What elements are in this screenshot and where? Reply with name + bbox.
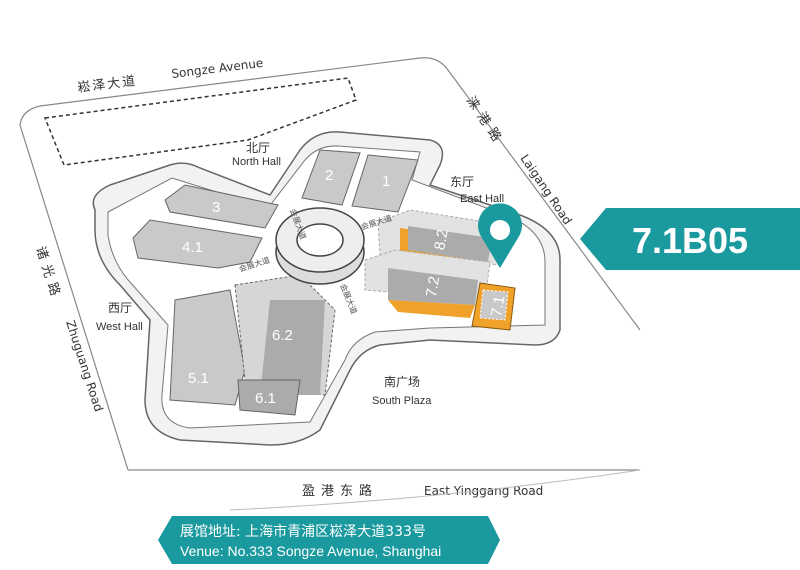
svg-text:6.1: 6.1 (255, 390, 276, 407)
booth-number-badge: 7.1B05 (580, 208, 800, 270)
svg-text:8.2: 8.2 (431, 228, 451, 251)
east-hall-cn: 东厅 (450, 175, 474, 189)
location-pin-icon[interactable] (478, 203, 522, 268)
hall-8-2[interactable]: 8.2 (377, 209, 506, 268)
parking-area (43, 77, 357, 166)
svg-text:Venue: No.333 Songze Avenue, S: Venue: No.333 Songze Avenue, Shanghai (180, 543, 441, 559)
svg-text:3: 3 (212, 199, 220, 216)
songze-avenue-en: Songze Avenue (171, 56, 264, 81)
west-hall-en: West Hall (96, 321, 143, 333)
east-hall-en: East Hall (460, 193, 504, 205)
hall-3[interactable]: 3 (164, 184, 279, 229)
roundabout (275, 207, 365, 285)
west-hall-cn: 西厅 (108, 301, 132, 315)
svg-text:1: 1 (382, 173, 390, 190)
south-plaza-cn: 南广场 (384, 374, 420, 389)
svg-text:7.2: 7.2 (423, 275, 443, 298)
site-boundary (19, 57, 641, 471)
hall-1[interactable]: 1 (351, 154, 419, 213)
south-plaza-en: South Plaza (372, 395, 432, 407)
svg-text:5.1: 5.1 (188, 370, 209, 387)
laigang-road-en: Laigang Road (518, 152, 575, 227)
yinggang-road-cn: 盈港东路 (302, 483, 378, 499)
hall-7-1-highlighted[interactable]: 7.1 (471, 282, 516, 331)
hall-7-2[interactable]: 7.2 (364, 249, 491, 318)
north-hall-en: North Hall (232, 156, 281, 168)
north-hall-cn: 北厅 (246, 141, 270, 155)
laigang-road-cn: 涞港路 (463, 93, 508, 149)
venue-address-banner: 展馆地址: 上海市青浦区崧泽大道333号 Venue: No.333 Songz… (158, 516, 500, 564)
svg-text:7.1B05: 7.1B05 (632, 220, 748, 261)
svg-text:7.1: 7.1 (488, 294, 508, 317)
svg-text:6.2: 6.2 (272, 327, 293, 344)
road-edge (229, 469, 641, 511)
hall-2[interactable]: 2 (301, 149, 361, 206)
hall-6-1[interactable]: 6.1 (237, 379, 301, 416)
hall-4-1[interactable]: 4.1 (132, 219, 263, 269)
yinggang-road-en: East Yinggang Road (424, 484, 543, 498)
hall-5-1[interactable]: 5.1 (169, 289, 246, 406)
hall-6-2[interactable]: 6.2 (234, 274, 336, 396)
svg-text:展馆地址: 上海市青浦区崧泽大道333号: 展馆地址: 上海市青浦区崧泽大道333号 (180, 523, 426, 540)
songze-avenue-cn: 崧泽大道 (77, 74, 138, 96)
svg-text:4.1: 4.1 (182, 239, 203, 256)
svg-text:2: 2 (325, 167, 333, 184)
